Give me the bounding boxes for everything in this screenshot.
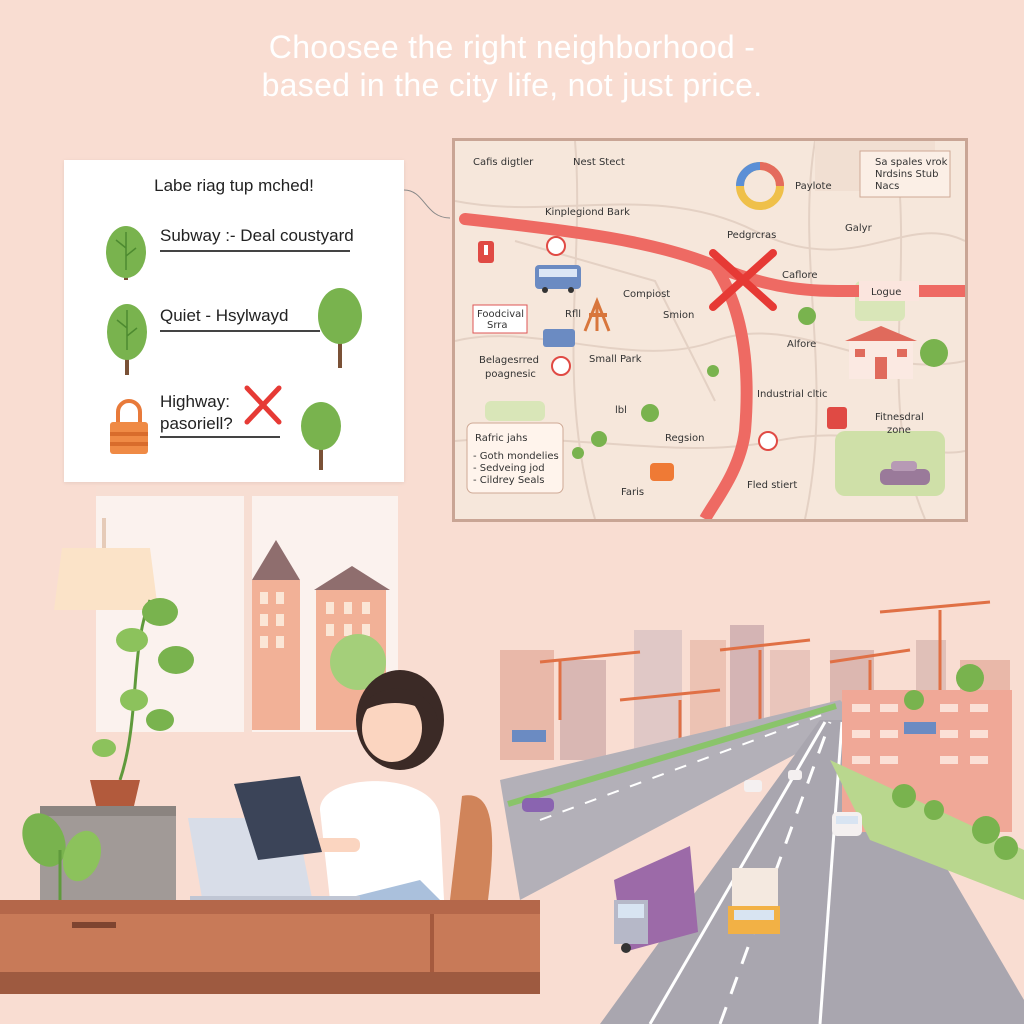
map-label: Fled stiert (747, 480, 797, 491)
underline (160, 330, 320, 332)
map-label: lbl (615, 405, 627, 416)
car-icon (744, 780, 762, 792)
restaurant-icon (758, 431, 778, 451)
map-label: Industrial cltic (757, 389, 828, 400)
headline-line-2: based in the city life, not just price. (261, 67, 763, 103)
car-icon (788, 770, 802, 780)
map-legend-item: Nacs (875, 181, 899, 192)
map-label: - Cildrey Seals (473, 475, 544, 486)
house-icon (845, 326, 917, 379)
car-icon (832, 812, 862, 836)
map-label: Rfll (565, 309, 581, 320)
checklist-graphics (106, 226, 362, 470)
restaurant-icon (546, 236, 566, 256)
fire-truck-icon (827, 407, 847, 429)
map-label: Foodcival (477, 309, 524, 320)
map-legend-item: Nrdsins Stub (875, 169, 938, 180)
highway (500, 700, 1024, 1024)
checklist-item-2: Quiet - Hsylwayd (160, 306, 289, 325)
map-label: Rafric jahs (475, 433, 527, 444)
car-icon (880, 461, 930, 485)
lamp-icon (54, 518, 158, 610)
checklist-title: Labe riag tup mched! (154, 176, 314, 195)
map-label: Faris (621, 487, 644, 498)
tree-icon (892, 664, 1018, 860)
tree-icon (318, 288, 362, 368)
truck-icon (614, 846, 698, 953)
map-legend (859, 150, 951, 198)
underline (160, 436, 280, 438)
window (96, 486, 398, 732)
map-pin-icon (478, 241, 494, 263)
tree-icon (106, 226, 146, 280)
checklist-item-3: Highway: (160, 392, 230, 411)
map-label: Belagesrred (479, 355, 539, 366)
playground-icon (583, 296, 611, 332)
bus-icon (535, 265, 581, 293)
checklist-card: Labe riag tup mched! (64, 160, 404, 482)
sign-icon (512, 730, 546, 742)
map-label: Kinplegiond Bark (545, 207, 630, 218)
desk (0, 900, 540, 994)
reject-x-icon (244, 385, 282, 425)
map-label: Smion (663, 310, 694, 321)
map-label: Caflore (782, 270, 818, 281)
restaurant-icon (551, 356, 571, 376)
map-label: Paylote (795, 181, 832, 192)
map-label: Fitnesdral (875, 412, 924, 423)
car-icon (522, 798, 554, 812)
tree-icon (301, 402, 341, 470)
car-icon (650, 463, 674, 481)
reject-x-icon (709, 249, 777, 311)
headline-line-1: Choosee the right neighborhood - (268, 29, 756, 65)
tree-icon (107, 304, 147, 375)
map-label: - Sedveing jod (473, 463, 545, 474)
map-label: Cafis digtler (473, 157, 534, 168)
tree-icon (572, 307, 948, 459)
map-legend-item: Sa spales vrok (875, 157, 948, 168)
map-label: Pedgrcras (727, 230, 776, 241)
map-label: Logue (871, 287, 901, 298)
plant-icon (90, 598, 194, 806)
plant-icon (22, 813, 102, 900)
headline: Choosee the right neighborhood - based i… (0, 28, 1024, 104)
tablet-icon (234, 776, 322, 860)
lock-icon (110, 399, 148, 454)
chair (450, 795, 493, 900)
truck-icon (728, 868, 780, 934)
neighborhood-map: Cafis digtler Nest Stect Kinplegiond Bar… (452, 138, 968, 522)
map-canvas: Cafis digtler Nest Stect Kinplegiond Bar… (455, 141, 965, 519)
map-label: Compiost (623, 289, 670, 300)
traffic-notes-box (466, 422, 564, 494)
map-label: Galyr (845, 223, 873, 234)
map-label: - Goth mondelies (473, 451, 559, 462)
map-label: Srra (487, 320, 508, 331)
pie-chart-icon (736, 162, 784, 210)
map-label: Alfore (787, 339, 816, 350)
map-label: Nest Stect (573, 157, 625, 168)
map-label: Small Park (589, 354, 642, 365)
underline (160, 250, 350, 252)
checklist-item-3-line-2: pasoriell? (160, 414, 233, 433)
map-label: Regsion (665, 433, 704, 444)
checklist-item-1: Subway :- Deal coustyard (160, 226, 354, 245)
map-label: zone (887, 425, 911, 436)
bus-icon (543, 329, 575, 347)
map-label: poagnesic (485, 369, 536, 380)
